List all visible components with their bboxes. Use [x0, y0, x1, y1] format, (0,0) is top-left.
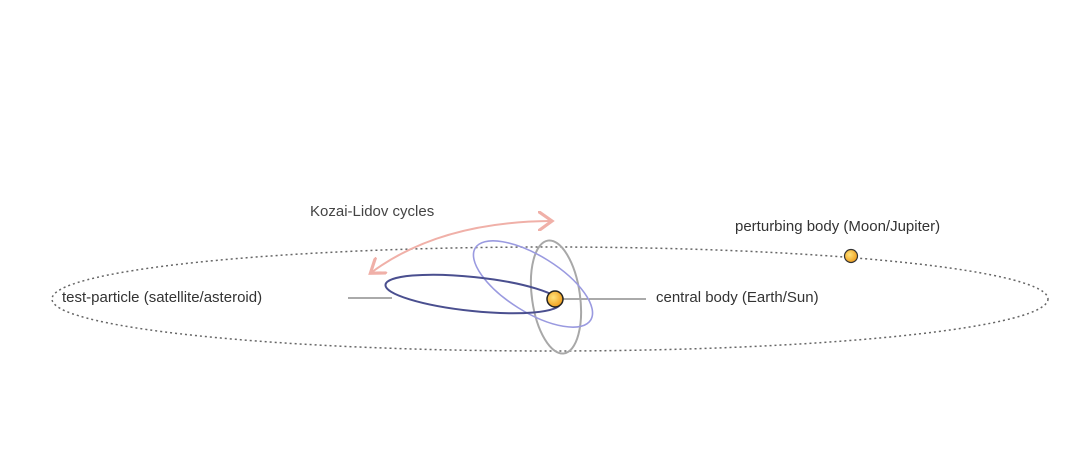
central-body: [546, 290, 564, 308]
orbit-dark-blue: [384, 273, 562, 315]
kozai-cycle-arrow: [372, 221, 550, 272]
orbit-light-blue: [472, 240, 594, 328]
perturbing-body-label: perturbing body (Moon/Jupiter): [735, 218, 941, 235]
test-particle-label: test-particle (satellite/asteroid): [62, 289, 263, 306]
kozai-lidov-label: Kozai-Lidov cycles: [310, 203, 435, 220]
orbit-gray: [529, 239, 583, 355]
perturber-orbit: [51, 246, 1049, 352]
central-body-label: central body (Earth/Sun): [656, 289, 819, 306]
perturbing-body: [843, 248, 859, 264]
